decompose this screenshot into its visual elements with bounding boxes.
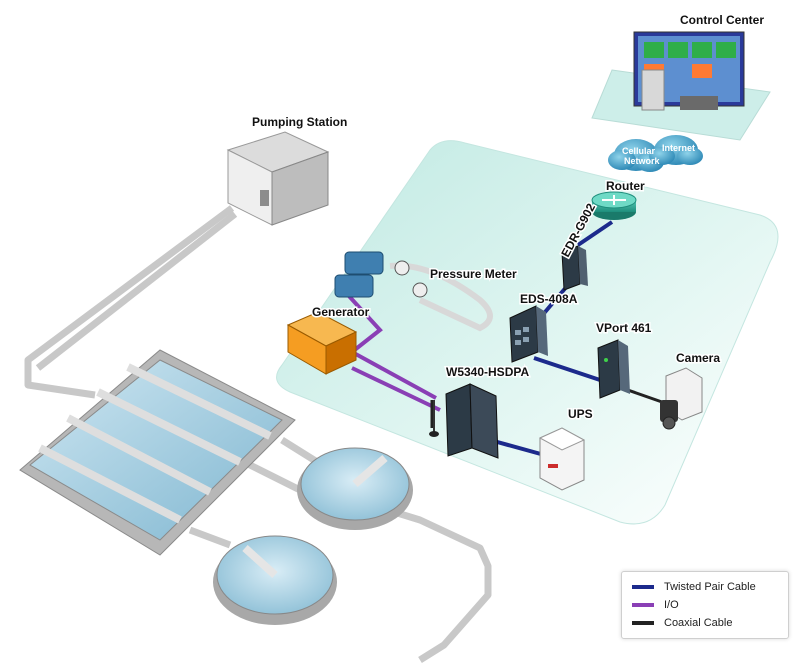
w5340-hsdpa-device xyxy=(429,383,499,459)
legend-item-twisted-pair: Twisted Pair Cable xyxy=(632,578,778,596)
io-cables xyxy=(346,293,441,412)
legend-swatch-coaxial xyxy=(632,621,654,625)
label-internet: Internet xyxy=(662,143,695,153)
edr-g902-device xyxy=(561,245,588,291)
clarifier-tank-2 xyxy=(213,535,337,625)
cable-legend: Twisted Pair Cable I/O Coaxial Cable xyxy=(621,571,789,639)
label-cellular: Cellular xyxy=(622,146,656,156)
router-icon xyxy=(591,191,637,220)
pressure-meter-assembly xyxy=(334,251,493,332)
label-control-center: Control Center xyxy=(680,13,764,27)
legend-item-io: I/O xyxy=(632,596,778,614)
legend-label-coaxial: Coaxial Cable xyxy=(664,617,733,629)
legend-label-io: I/O xyxy=(664,599,679,611)
legend-label-twisted-pair: Twisted Pair Cable xyxy=(664,581,756,593)
label-w5340-hsdpa: W5340-HSDPA xyxy=(446,365,529,379)
label-network: Network xyxy=(624,156,661,166)
label-vport-461: VPort 461 xyxy=(596,321,652,335)
camera-device xyxy=(660,367,703,430)
label-ups: UPS xyxy=(568,407,593,421)
label-pressure-meter: Pressure Meter xyxy=(430,267,517,281)
internet-cloud xyxy=(649,135,703,165)
label-eds-408a: EDS-408A xyxy=(520,292,578,306)
eds-408a-switch xyxy=(509,305,548,363)
label-generator: Generator xyxy=(312,305,370,319)
legend-swatch-io xyxy=(632,603,654,607)
legend-item-coaxial: Coaxial Cable xyxy=(632,614,778,632)
control-center-scene xyxy=(633,31,745,111)
label-pumping-station: Pumping Station xyxy=(252,115,347,129)
settling-basins xyxy=(19,349,296,556)
vport-461-device xyxy=(597,339,630,399)
label-camera: Camera xyxy=(676,351,720,365)
clarifier-tank-1 xyxy=(297,447,413,530)
generator-device xyxy=(286,311,358,375)
label-router: Router xyxy=(606,179,645,193)
ups-device xyxy=(538,427,586,491)
legend-swatch-twisted-pair xyxy=(632,585,654,589)
pumping-station xyxy=(226,131,330,226)
